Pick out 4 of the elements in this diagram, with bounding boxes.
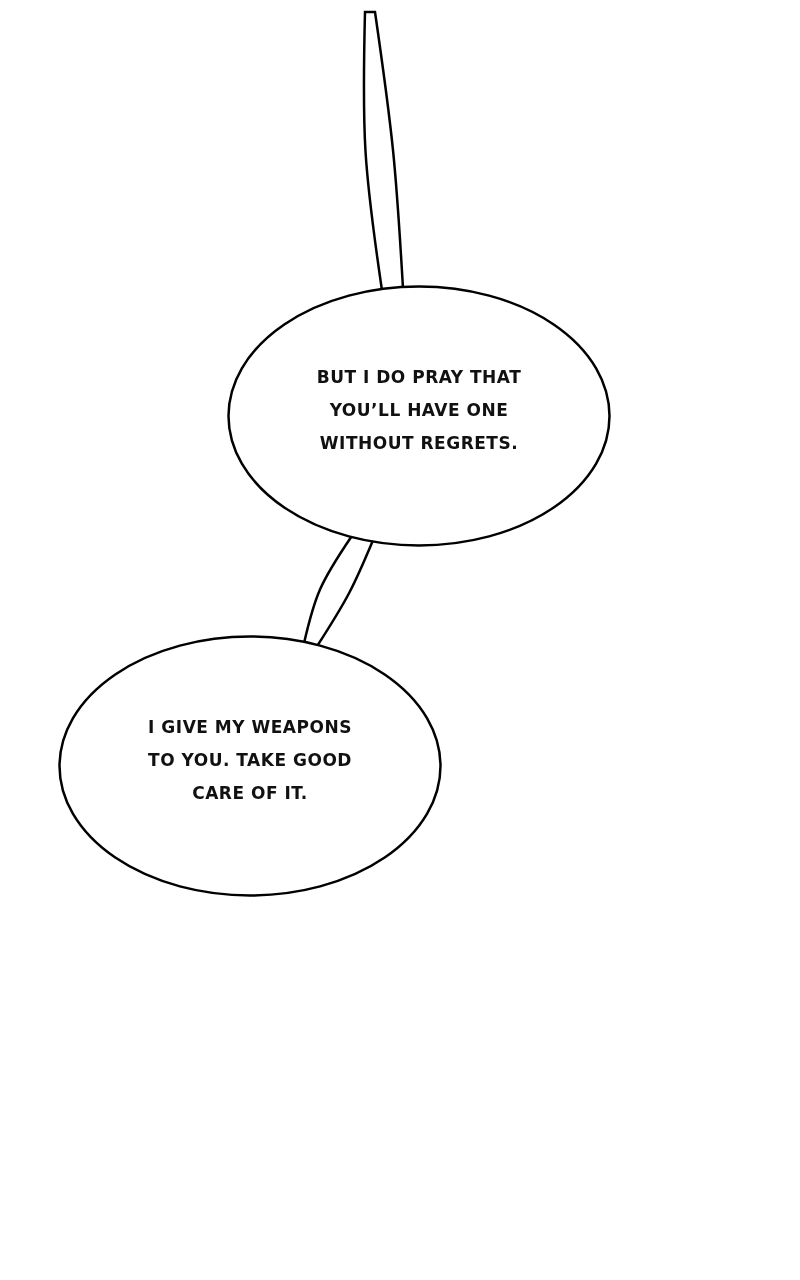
speech-bubble [58,635,442,897]
bubble-text: BUT I DO PRAY THAT YOU’LL HAVE ONE WITHOUT REGRETS. [315,365,523,455]
bubble-text: I GIVE MY WEAPONS TO YOU. TAKE GOOD CARE OF IT. [147,715,353,805]
speech-bubble [227,285,611,547]
